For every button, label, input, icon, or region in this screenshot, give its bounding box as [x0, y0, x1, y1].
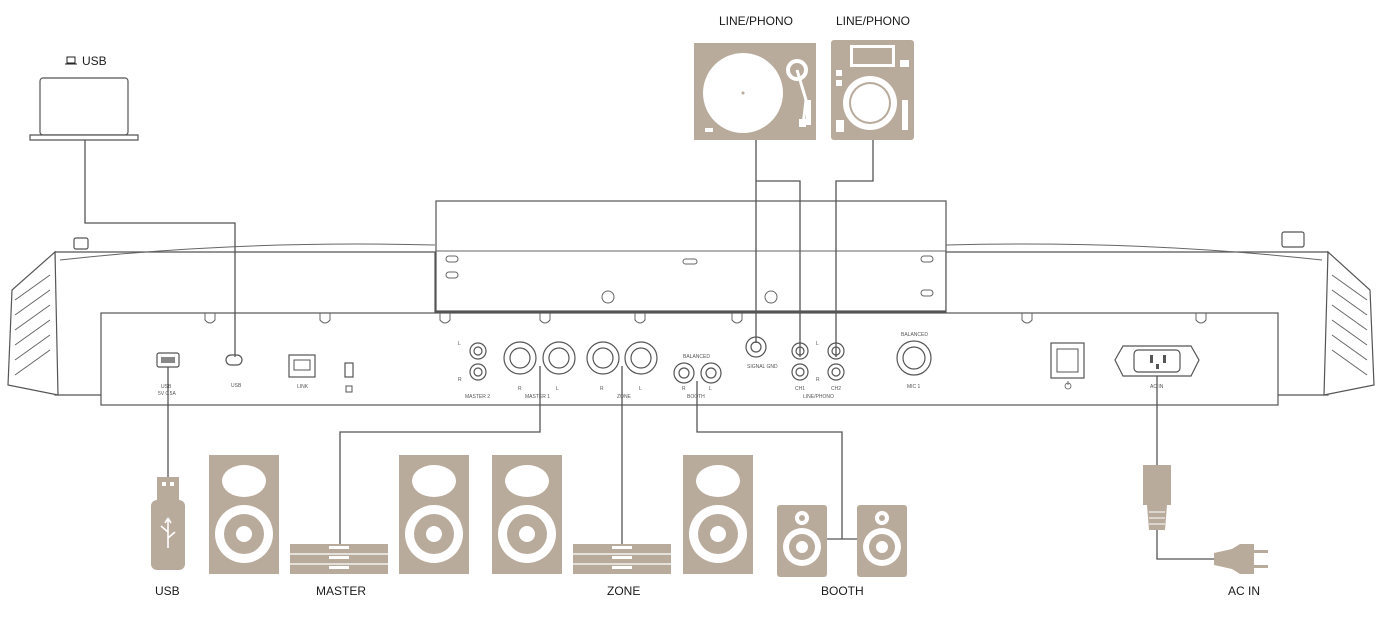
booth-panel-label: BOOTH [687, 394, 705, 400]
master1-label: MASTER 1 [525, 394, 550, 400]
usb-a-port-sub: 5V 0.5A [158, 391, 176, 397]
cdj-label: LINE/PHONO [836, 14, 910, 28]
booth-l-label: L [709, 386, 712, 392]
booth-trs-l[interactable] [700, 362, 722, 384]
turntable-icon [694, 43, 816, 140]
usb-label: USB [155, 584, 180, 598]
master1-xlr-r[interactable] [503, 341, 537, 375]
wall-plug-icon [1214, 544, 1268, 574]
usb-a-port[interactable] [156, 352, 180, 368]
booth-monitor-left-icon [777, 505, 827, 577]
usb-a-port-label: USB [161, 384, 172, 390]
ch-a-label: CH1 [795, 386, 805, 392]
connection-wires [84, 140, 1216, 560]
laptop-small-icon [65, 56, 77, 65]
signal-gnd-label: SIGNAL GND [747, 364, 778, 370]
linephono-panel-label: LINE/PHONO [803, 394, 834, 400]
master2-rca-l[interactable] [469, 342, 487, 360]
ac-inlet[interactable] [1114, 345, 1200, 377]
zone-xlr-r[interactable] [586, 341, 620, 375]
zone-amplifier-icon [573, 544, 671, 574]
booth-monitor-right-icon [857, 505, 907, 577]
master1-l-label: L [556, 386, 559, 392]
linephono-r-label: R [816, 377, 820, 383]
laptop-usb-label: USB [82, 54, 107, 68]
mic-balanced-label: BALANCED [901, 332, 928, 338]
mic1-label: MIC 1 [907, 384, 921, 390]
zone-label: ZONE [607, 584, 640, 598]
link-port-label: LINK [297, 384, 309, 390]
usb-c-port-label: USB [231, 383, 242, 389]
laptop-icon [29, 77, 139, 141]
usb-c-port[interactable] [225, 354, 243, 366]
booth-r-label: R [682, 386, 686, 392]
master2-l-label: L [458, 341, 461, 347]
mic1-combo-jack[interactable] [896, 340, 932, 376]
booth-trs-r[interactable] [673, 362, 695, 384]
zone-xlr-l[interactable] [624, 341, 658, 375]
link-port[interactable] [288, 354, 316, 378]
zone-l-label: L [639, 386, 642, 392]
linephono-l-label: L [816, 341, 819, 347]
booth-label: BOOTH [821, 584, 864, 598]
master1-xlr-l[interactable] [542, 341, 576, 375]
signal-gnd-terminal[interactable] [745, 336, 767, 358]
master1-r-label: R [518, 386, 522, 392]
ch-b-rca-r[interactable] [827, 363, 845, 381]
master2-label: MASTER 2 [465, 394, 490, 400]
ch-b-label: CH2 [831, 386, 841, 392]
cdj-player-icon [831, 40, 914, 140]
master-label: MASTER [316, 584, 366, 598]
zone-speaker-left-icon [492, 455, 562, 574]
power-cable-connector-icon [1143, 465, 1171, 530]
master2-rca-r[interactable] [469, 363, 487, 381]
acin-label: AC IN [1228, 584, 1260, 598]
booth-balanced-label: BALANCED [683, 354, 710, 360]
zone-panel-label: ZONE [617, 394, 632, 400]
zone-speaker-right-icon [683, 455, 753, 574]
ch-a-rca-r[interactable] [791, 363, 809, 381]
turntable-label: LINE/PHONO [719, 14, 793, 28]
power-icon [1064, 381, 1072, 390]
master2-r-label: R [458, 377, 462, 383]
zone-r-label: R [600, 386, 604, 392]
master-speaker-left-icon [209, 455, 279, 574]
usb-stick-icon [151, 477, 185, 570]
power-switch[interactable] [1050, 342, 1085, 379]
master-amplifier-icon [290, 544, 388, 574]
master-speaker-right-icon [399, 455, 469, 574]
kensington-lock-icon [344, 362, 354, 393]
